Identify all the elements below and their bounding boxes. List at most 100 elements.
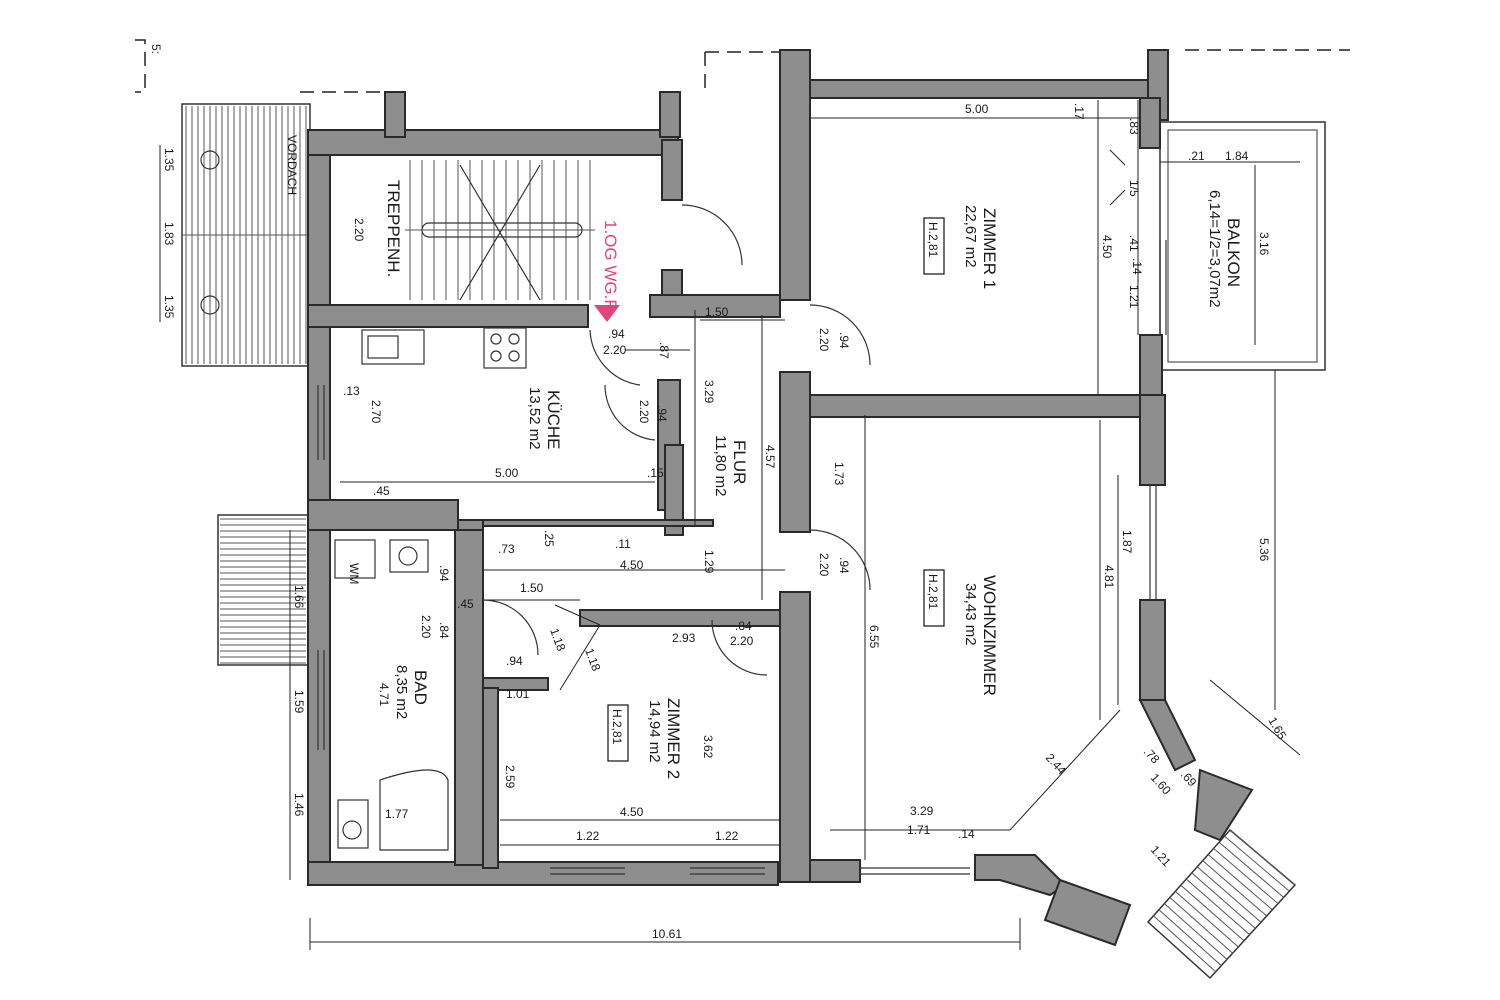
dim-label: 4.50: [620, 805, 644, 819]
dim-label: .17: [1072, 103, 1086, 120]
vordach-canopy: [159, 103, 311, 367]
zimmer1-label: ZIMMER 1: [980, 208, 999, 289]
dim-label: 2.59: [503, 765, 517, 789]
balkon-area: 6,14=1/2=3,07m2: [1206, 190, 1223, 308]
hatch-line: [1180, 884, 1245, 942]
dim-label: 4.71: [377, 683, 391, 707]
zimmer2-height-box: [607, 704, 629, 762]
dim-label: 1.50: [520, 581, 544, 595]
zimmer1-area: 22,67 m2: [962, 205, 979, 268]
bath-fixtures: WM: [334, 539, 449, 851]
left-terrace: [217, 514, 309, 666]
dim-label: 6.55: [867, 625, 881, 649]
kitchen-fixtures: [340, 327, 655, 483]
dim-label: .94: [655, 405, 669, 422]
hatch-line: [1175, 890, 1239, 948]
dim-label: 1.29: [702, 550, 716, 574]
dim-label: 1.18: [547, 626, 568, 653]
dim-label: 1.22: [576, 829, 600, 843]
dim-label: 1.66: [292, 585, 306, 609]
hatch-line: [1164, 903, 1228, 960]
dim-label: 4.50: [620, 558, 644, 572]
zimmer1-height: H.2,81: [926, 222, 940, 258]
dim-label: 2.44: [1043, 751, 1069, 778]
hatch-line: [1229, 829, 1296, 886]
hatch-line: [1213, 848, 1279, 904]
dim-label: 4.50: [1100, 235, 1114, 259]
staircase: [405, 160, 595, 301]
dim-label: .94: [837, 332, 851, 349]
dim-label: .13: [343, 384, 360, 398]
entrance-marker: 1.OG WG.R.: [594, 220, 620, 322]
wohnzimmer-height: H.2,81: [926, 574, 940, 610]
flur-area: 11,80 m2: [712, 435, 729, 496]
dim-label: 1.77: [385, 807, 409, 821]
dim-label: .45: [373, 484, 390, 498]
room-labels: VORDACH TREPPENH. KÜCHE 13,52 m2 FLUR 11…: [285, 135, 1243, 779]
dim-label: 2.20: [817, 553, 831, 577]
doors: [482, 149, 1126, 676]
dim-label: .45: [457, 597, 474, 611]
dim-label: 5.00: [965, 102, 989, 116]
dim-label: 1.21: [1148, 843, 1174, 870]
dim-label: 1.84: [1225, 149, 1249, 163]
kueche-label: KÜCHE: [544, 390, 563, 450]
dim-label: 3.62: [701, 735, 715, 759]
dim-label: 3.29: [910, 804, 934, 818]
dim-label: 1.65: [1265, 715, 1289, 743]
dim-label: 1.35: [162, 295, 176, 319]
wohn-height-box: [923, 569, 945, 627]
dim-label: 1.18: [582, 646, 603, 673]
zimmer2-label: ZIMMER 2: [664, 698, 683, 779]
hatch-line: [1185, 878, 1250, 935]
hatch-line: [1207, 854, 1273, 911]
dim-label: 1.22: [715, 829, 739, 843]
wohnzimmer-area: 34,43 m2: [962, 583, 979, 646]
dim-label: 3.29: [702, 380, 716, 404]
hatch-line: [1191, 872, 1256, 929]
dim-label: 3.16: [1257, 232, 1271, 256]
corner-mark: 5:: [149, 44, 163, 54]
dim-label: 2.20: [817, 328, 831, 352]
dim-label: .78: [1141, 745, 1163, 767]
dim-label: 1.50: [705, 305, 729, 319]
dim-label: .15: [647, 466, 664, 480]
dim-label: 2.20: [637, 400, 651, 424]
dim-label: .94: [506, 654, 523, 668]
dim-label: 5.00: [495, 466, 519, 480]
dim-label: 1.87: [1120, 530, 1134, 554]
dim-label: .41: [1127, 235, 1141, 252]
dim-label: 2.93: [672, 631, 696, 645]
dim-label: 2.70: [369, 400, 383, 424]
dim-label: .87: [657, 342, 671, 359]
dim-label: 2.20: [603, 343, 627, 357]
balkon-label: BALKON: [1224, 218, 1243, 287]
bay-terrace: [1146, 828, 1297, 980]
dim-label: 1.01: [506, 687, 530, 701]
dim-label: 5.36: [1257, 538, 1271, 562]
dim-label: .84: [735, 619, 752, 633]
zimmer2-height: H.2,81: [610, 709, 624, 745]
hatch-line: [1202, 860, 1267, 917]
dim-label: 2.20: [730, 634, 754, 648]
dim-label: 1/5: [1127, 180, 1141, 197]
dim-label: .14: [958, 827, 975, 841]
dim-label: .94: [437, 565, 451, 582]
dim-label: .73: [498, 542, 515, 556]
dim-label: 1.71: [907, 823, 931, 837]
kueche-area: 13,52 m2: [526, 387, 543, 450]
dim-label: 4.57: [763, 445, 777, 469]
dim-label: 1.60: [1148, 771, 1174, 798]
hatch-line: [1153, 915, 1217, 973]
dim-label: .25: [542, 530, 556, 547]
dim-label: 1.73: [832, 462, 846, 486]
dim-label: .94: [837, 557, 851, 574]
entrance-label: 1.OG WG.R.: [601, 220, 620, 316]
dim-label: 1.35: [162, 148, 176, 172]
hatch-line: [1218, 841, 1284, 898]
treppenhaus-label: TREPPENH.: [384, 180, 403, 277]
dimension-labels: 5.00 .17 .83 .21 1.84 1/5 .41 .14 1.21 4…: [149, 44, 1289, 941]
zimmer1-height-box: [923, 217, 945, 275]
dim-label: 10.61: [652, 927, 682, 941]
